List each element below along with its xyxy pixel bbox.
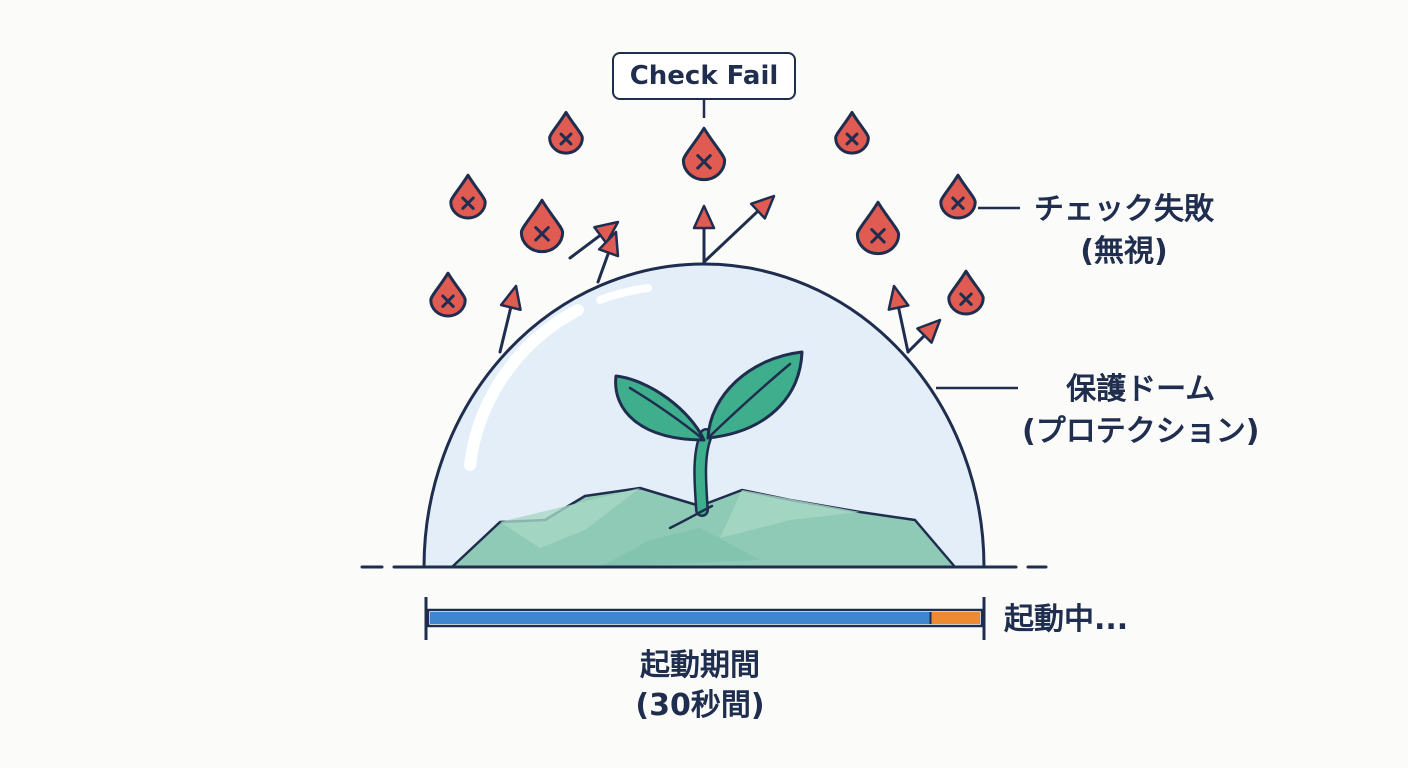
deflect-arrow-icon (887, 284, 910, 354)
cross-icon (441, 294, 455, 308)
protection-dome-label: 保護ドーム (プロテクション) (1022, 372, 1259, 450)
startup-period-label: 起動期間 (30秒間) (560, 648, 840, 724)
startup-period-label-line1: 起動期間 (640, 648, 760, 683)
deflect-arrow-icon (498, 284, 522, 354)
check-failure-label-line1: チェック失敗 (1034, 192, 1214, 227)
failure-drops (429, 110, 985, 318)
deflect-arrow-icon (702, 194, 776, 264)
progress-fill (430, 612, 931, 624)
soil-mound (450, 486, 957, 569)
failure-drop-icon (449, 173, 487, 220)
cross-icon (559, 132, 573, 146)
startup-period-label-line2: (30秒間) (635, 688, 765, 723)
failure-drop-icon (939, 173, 977, 220)
failure-drop-icon (429, 271, 467, 318)
failure-drop-icon (548, 110, 584, 155)
seedling-icon (614, 350, 804, 530)
startup-progress-bar (424, 597, 986, 640)
startup-status-label: 起動中... (1004, 602, 1129, 637)
failure-drop-icon (681, 126, 727, 182)
failure-drop-icon (834, 110, 870, 155)
deflect-arrows (498, 194, 942, 354)
dome-highlight-small (596, 284, 652, 304)
dome-icon (422, 262, 986, 569)
leader-lines (702, 100, 1020, 390)
failure-drop-icon (947, 269, 985, 316)
failure-drop-icon (519, 198, 565, 254)
deflect-arrow-icon (906, 318, 942, 354)
cross-icon (534, 226, 550, 242)
cross-icon (845, 132, 859, 146)
check-failure-label-line2: (無視) (1080, 234, 1168, 269)
protection-dome-label-line2: (プロテクション) (1022, 414, 1260, 449)
check-fail-callout: Check Fail (612, 52, 796, 100)
cross-icon (870, 228, 886, 244)
deflect-arrow-icon (568, 220, 620, 260)
deflect-arrow-icon (692, 204, 716, 264)
protection-dome-label-line1: 保護ドーム (1066, 372, 1216, 407)
protection-dome (422, 262, 986, 569)
deflect-arrow-icon (596, 230, 620, 284)
cross-icon (696, 154, 712, 170)
cross-icon (951, 196, 965, 210)
cross-icon (959, 292, 973, 306)
cross-icon (461, 196, 475, 210)
check-failure-label: チェック失敗 (無視) (1034, 192, 1214, 270)
dome-highlight (464, 304, 584, 471)
progress-remaining (930, 612, 980, 624)
failure-drop-icon (855, 200, 901, 256)
